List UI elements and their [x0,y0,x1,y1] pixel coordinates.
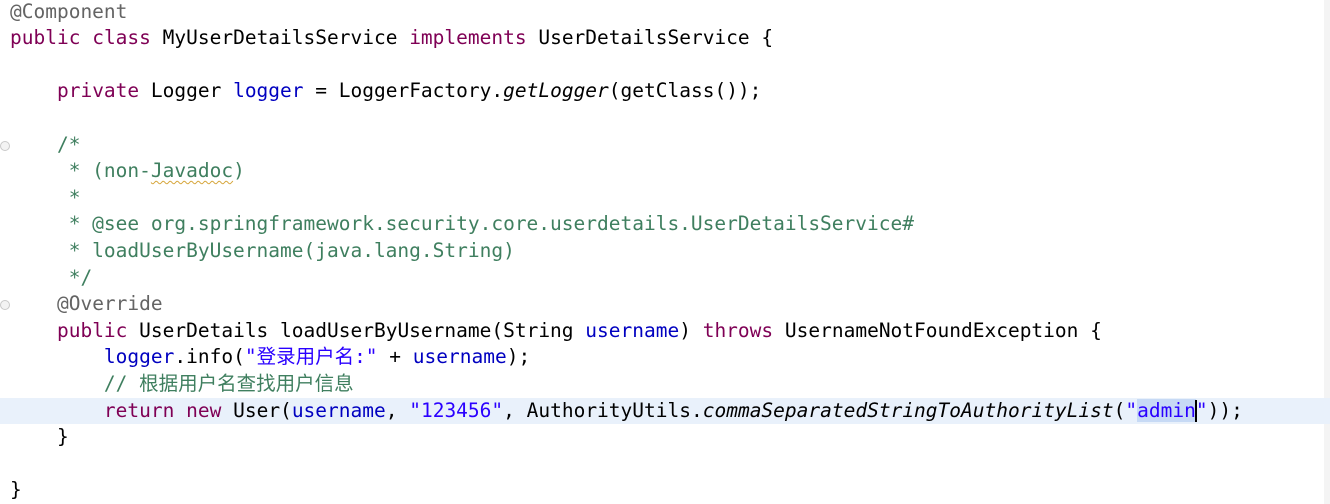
code-token: )); [1207,398,1243,422]
code-line[interactable]: } [0,477,1330,504]
code-token: * loadUserByUsername(java.lang.String) [10,238,515,262]
code-token: implements [409,26,527,50]
code-token [10,345,104,368]
code-token: new [186,398,222,422]
code-token: User( [221,398,292,422]
code-line[interactable]: // 根据用户名查找用户信息 [0,371,1330,398]
code-token: admin [1137,398,1196,422]
code-token: .info( [174,345,245,369]
code-line[interactable]: logger.info("登录用户名:" + username); [0,344,1330,371]
code-token: /* [10,132,81,156]
code-token: "123456" [409,398,504,422]
code-token: " [1125,398,1138,422]
code-line[interactable]: private Logger logger = LoggerFactory.ge… [0,78,1330,105]
code-token: ) [233,159,245,183]
code-token: public [10,26,81,50]
code-token: Javadoc [150,159,234,183]
code-token: private [56,79,140,103]
code-token: } [10,478,22,502]
code-line[interactable]: * (non-Javadoc) [0,158,1330,185]
code-token: UsernameNotFoundException { [773,318,1102,342]
code-token: (getClass()); [608,79,762,103]
code-token [80,26,92,49]
fold-toggle-icon[interactable] [0,300,10,311]
code-line[interactable]: */ [0,265,1330,292]
code-token: @Component [10,0,128,23]
code-token: * [10,185,81,209]
code-line[interactable]: @Component [0,0,1330,25]
code-token [10,319,57,342]
code-line[interactable]: * [0,185,1330,212]
text-caret [1194,400,1197,422]
code-token: * @see org.springframework.security.core… [10,212,914,236]
code-line[interactable]: /* [0,132,1330,159]
fold-toggle-icon[interactable] [0,140,10,151]
code-token: "登录用户名:" [244,345,378,369]
code-token: username [291,398,386,422]
code-line[interactable]: public UserDetails loadUserByUsername(St… [0,318,1330,345]
code-token: MyUserDetailsService [150,26,410,50]
code-token: ( [1113,398,1126,422]
code-line[interactable]: * loadUserByUsername(java.lang.String) [0,238,1330,265]
code-token [10,399,104,422]
code-line[interactable] [0,105,1330,132]
code-line[interactable] [0,52,1330,79]
code-token: * (non- [10,159,151,183]
code-token: username [585,318,680,342]
code-line[interactable]: @Override [0,291,1330,318]
code-token: ); [506,345,531,369]
code-token: class [92,26,151,50]
code-line[interactable] [0,451,1330,478]
code-line[interactable]: return new User(username, "123456", Auth… [0,397,1330,425]
code-token: throws [702,318,774,342]
code-token: getLogger [503,79,609,103]
code-token: , [385,398,410,422]
code-token: @Override [56,292,163,316]
code-token [10,79,57,102]
code-token: // 根据用户名查找用户信息 [10,371,354,395]
code-token: public [56,318,128,342]
code-token: ) [679,318,703,342]
code-token: logger [103,345,175,369]
code-token: username [412,345,507,369]
code-token: = LoggerFactory. [303,79,504,103]
code-token: + [377,345,413,369]
code-token: */ [10,265,93,289]
code-token: UserDetails loadUserByUsername(String [127,318,586,342]
overview-ruler [1324,0,1330,504]
code-token: commaSeparatedStringToAuthorityList [702,398,1114,422]
code-token: Logger [139,79,234,103]
code-token: } [10,425,69,449]
code-line[interactable]: } [0,424,1330,451]
code-token: logger [233,79,304,103]
code-token: " [1195,398,1208,422]
code-token [10,292,57,315]
code-token [174,399,186,422]
code-token: return [103,398,175,422]
code-line[interactable]: public class MyUserDetailsService implem… [0,25,1330,52]
code-line[interactable]: * @see org.springframework.security.core… [0,211,1330,238]
code-token: UserDetailsService { [526,26,774,50]
code-token: , AuthorityUtils. [503,398,703,422]
